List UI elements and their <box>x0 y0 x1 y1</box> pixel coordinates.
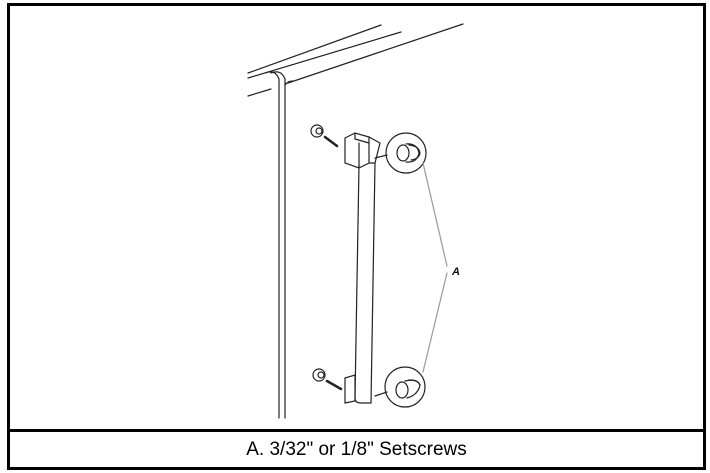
leader-line <box>422 162 448 267</box>
setscrew-bottom <box>312 368 343 391</box>
figure-caption: A. 3/32" or 1/8" Setscrews <box>246 438 467 460</box>
door-handle <box>344 132 381 404</box>
figure-frame: A A. 3/32" or 1/8" Setscrews <box>7 3 706 470</box>
panel-top-edge <box>247 24 382 74</box>
caption-divider <box>10 429 703 432</box>
panel-edge <box>247 88 272 97</box>
magnified-setscrew-bottom <box>374 366 426 408</box>
callout-label: A <box>451 266 460 278</box>
setscrew-top <box>310 124 339 148</box>
door-corner <box>270 71 286 419</box>
leader-line <box>422 272 448 373</box>
magnified-setscrew-top <box>374 132 427 174</box>
panel-top-edge <box>247 31 402 79</box>
door-top-edge <box>287 23 464 84</box>
door-corner <box>264 71 280 419</box>
handle-installation-illustration: A <box>10 6 703 429</box>
